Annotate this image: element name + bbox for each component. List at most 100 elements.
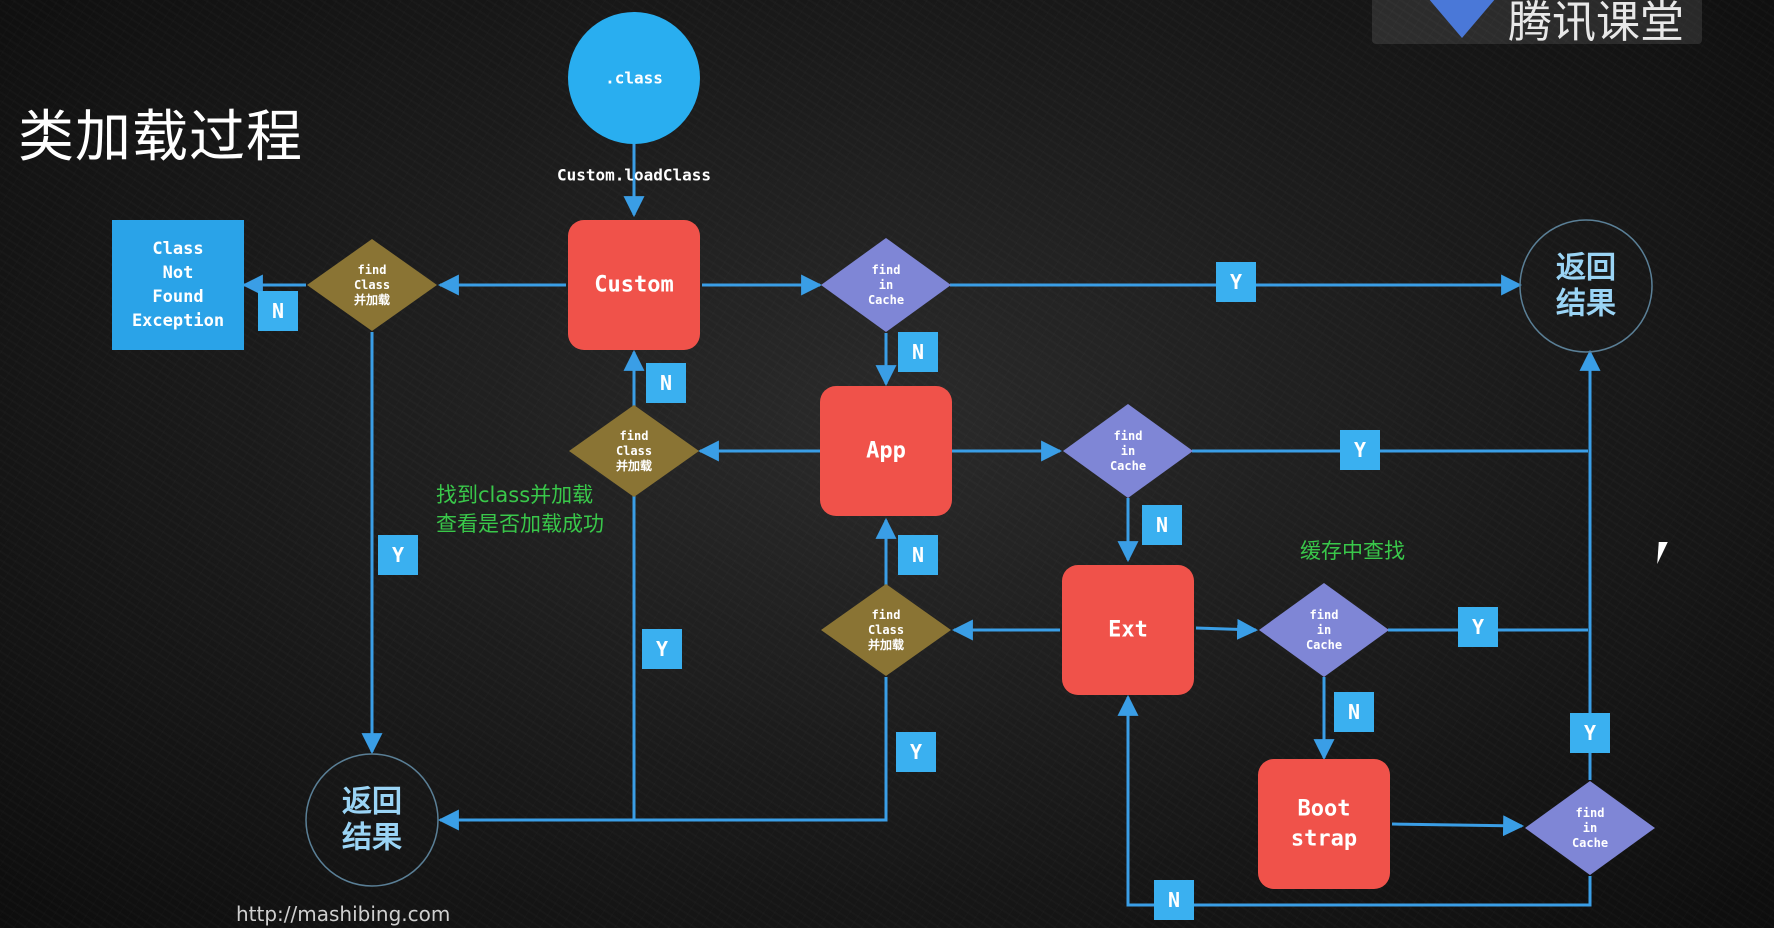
cache-check-ext [1259,583,1389,677]
class-not-found-box [112,220,244,350]
app-loader-box-label-line-0: App [866,439,906,464]
edge-cache-bootstrap-no [1117,694,1592,907]
return-result-bottom-label-line-1: 结果 [342,821,402,856]
cache-check-app-label-line-1: in [1121,444,1135,458]
app-loader-box-label: App [866,439,906,464]
edge-bootstrap-to-cache [1391,815,1525,837]
label-n-cache-custom [898,332,938,372]
find-class-custom [307,239,437,331]
app-loader-box [820,386,952,516]
class-not-found-label-line-1: Not [163,263,194,283]
cache-check-bootstrap-label-line-0: find [1576,806,1605,820]
label-n-cache-bootstrap-text: N [1168,888,1180,912]
label-n-cache-ext-text: N [1348,700,1360,724]
cache-check-custom-label-line-0: find [872,263,901,277]
cache-check-bootstrap [1525,781,1655,875]
return-result-bottom-label-line-0: 返回 [342,785,402,820]
class-file-label-line-0: .class [605,69,663,88]
label-y-cache-custom-text: Y [1230,270,1242,294]
label-y-cache-ext [1458,607,1498,647]
bootstrap-loader-box-label-line-0: Boot [1298,797,1351,822]
label-n-cache-custom-text: N [912,340,924,364]
cache-check-app-label-line-0: find [1114,429,1143,443]
label-y-find-ext-text: Y [910,740,922,764]
label-y-find-custom [378,535,418,575]
custom-loader-box-label: Custom [594,273,673,298]
note-find-and-load: 找到class并加载 查看是否加载成功 [436,481,604,539]
ext-loader-box-label-line-0: Ext [1108,618,1148,643]
cache-check-bootstrap-label-line-1: in [1583,821,1597,835]
page-title: 类加载过程 [18,105,303,170]
return-result-bottom [305,753,439,887]
label-n-cache-app [1142,505,1182,545]
logo-icon [1428,0,1496,38]
bootstrap-loader-box-label: Boot strap [1291,797,1357,852]
class-file-node [568,12,700,144]
label-n-find-ext-text: N [912,543,924,567]
custom-loader-box-label-line-0: Custom [594,273,673,298]
note-cache-lookup: 缓存中查找 [1300,539,1405,563]
find-class-custom-label-line-2: 并加载 [354,292,390,307]
mouse-cursor-icon [1657,542,1668,564]
find-class-custom-label-line-0: find [358,263,387,277]
return-result-top-label-line-1: 结果 [1556,287,1616,322]
cache-check-app [1063,404,1193,498]
find-class-app-label-line-1: Class [616,444,652,458]
cache-check-ext-label-line-0: find [1310,608,1339,622]
find-class-app [569,405,699,497]
label-n-find-ext [898,535,938,575]
class-not-found-label-line-2: Found [152,287,203,307]
label-y-find-ext [896,732,936,772]
label-n-cache-app-text: N [1156,513,1168,537]
find-class-custom-label-line-1: Class [354,278,390,292]
url-watermark: http://mashibing.com [236,902,451,926]
note-line-1: 找到class并加载 [436,483,594,507]
label-y-cache-custom [1216,262,1256,302]
label-y-cache-ext-text: Y [1472,615,1484,639]
label-n-find-custom [258,291,298,331]
find-class-ext-label-line-1: Class [868,623,904,637]
label-y-find-custom-text: Y [392,543,404,567]
load-call-label: Custom.loadClass [557,166,711,185]
cache-check-app-label-line-2: Cache [1110,459,1146,473]
ext-loader-box-label: Ext [1108,618,1148,643]
ext-loader-box [1062,565,1194,695]
return-result-top-label-line-0: 返回 [1556,251,1616,286]
label-n-find-custom-text: N [272,299,284,323]
logo-text: 腾讯课堂 [1508,0,1684,48]
edge-findclass-ext-yes [437,677,888,831]
find-class-ext-label-line-0: find [872,608,901,622]
label-y-find-app-text: Y [656,637,668,661]
tencent-classroom-logo: 腾讯课堂 [1372,0,1702,48]
cache-check-custom [821,238,951,332]
cache-check-ext-label-line-2: Cache [1306,638,1342,652]
find-class-app-label-line-0: find [620,429,649,443]
cache-check-ext-label-line-1: in [1317,623,1331,637]
find-class-ext-label-line-2: 并加载 [868,637,904,652]
note-line-2: 查看是否加载成功 [436,512,604,536]
label-n-cache-ext [1334,692,1374,732]
label-y-cache-app [1340,430,1380,470]
label-n-find-app [646,363,686,403]
cache-check-bootstrap-label-line-2: Cache [1572,836,1608,850]
find-class-ext [821,584,951,676]
cache-check-custom-label-line-2: Cache [868,293,904,307]
edge-ext-to-cache [1195,618,1259,640]
label-y-find-app [642,629,682,669]
bootstrap-loader-box-label-line-1: strap [1291,827,1357,852]
class-file-label: .class [605,69,663,88]
label-n-cache-bootstrap [1154,880,1194,920]
custom-loader-box [568,220,700,350]
